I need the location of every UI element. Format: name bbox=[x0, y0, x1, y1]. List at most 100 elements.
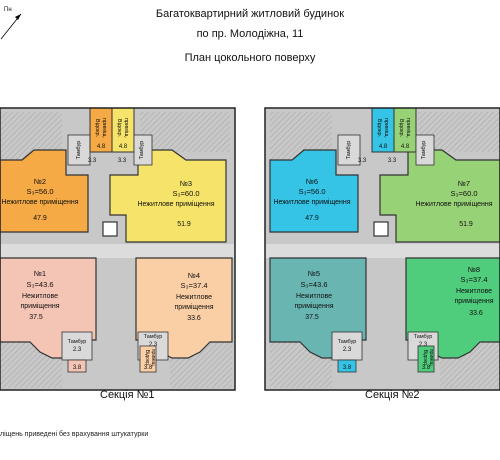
room-4-inner-area: 33.6 bbox=[187, 315, 201, 322]
room-3-number: №3 bbox=[180, 179, 192, 188]
room-6 bbox=[269, 149, 359, 233]
premises-label: приміщ. bbox=[428, 349, 434, 367]
title-line-2: по пр. Молодіжна, 11 bbox=[196, 28, 304, 40]
small-room bbox=[337, 359, 357, 373]
north-arrow-icon: Пн bbox=[0, 0, 22, 40]
room-6-inner-area: 47.9 bbox=[305, 215, 319, 222]
premises-label: приміщ. bbox=[405, 118, 411, 139]
corridor bbox=[0, 244, 235, 258]
room-1-type-line1: Нежитлове bbox=[22, 293, 58, 300]
room-7-inner-area: 51.9 bbox=[459, 221, 473, 228]
tambur-top-right bbox=[133, 134, 153, 166]
area-3-3: 3.3 bbox=[88, 158, 97, 164]
title-line-3: План цокольного поверху bbox=[184, 52, 316, 64]
room-1-area: S₃=43.6 bbox=[26, 280, 53, 289]
tambur-label: Тамбур bbox=[346, 141, 352, 160]
room-3-area: S₃=60.0 bbox=[172, 189, 199, 198]
room-4-type-line1: Нежитлове bbox=[176, 294, 212, 301]
room-8-type-line1: Нежитлове bbox=[456, 288, 492, 295]
tambur-label: Тамбур bbox=[144, 334, 163, 340]
room-3-inner-area: 51.9 bbox=[177, 221, 191, 228]
area-4-8: 4.8 bbox=[379, 144, 388, 150]
detached-label: Відокр. bbox=[116, 119, 122, 138]
area-3-8: 3.8 bbox=[73, 365, 82, 371]
area-4-8: 4.8 bbox=[401, 144, 410, 150]
light-pit bbox=[140, 112, 230, 152]
room-7-area: S₃=60.0 bbox=[450, 189, 477, 198]
shaft bbox=[102, 221, 118, 237]
detached-label: Відокр. bbox=[376, 119, 382, 138]
room-4-number: №4 bbox=[188, 271, 200, 280]
area-2-3: 2.3 bbox=[419, 342, 428, 348]
room-5-type-line1: Нежитлове bbox=[296, 293, 332, 300]
detached-room bbox=[139, 345, 157, 373]
area-3-3: 3.3 bbox=[118, 158, 127, 164]
area-4-8: 4.8 bbox=[119, 144, 128, 150]
north-label: Пн bbox=[4, 7, 12, 13]
tambur-label: Тамбур bbox=[139, 141, 145, 160]
room-7-number: №7 bbox=[458, 179, 470, 188]
area-2-3: 2.3 bbox=[149, 342, 158, 348]
tambur-top-left bbox=[337, 134, 361, 166]
room-4-type-line2: приміщення bbox=[174, 303, 213, 311]
tambur-bottom-left bbox=[331, 331, 363, 361]
room-1-type-line2: приміщення bbox=[20, 302, 59, 310]
room-7 bbox=[379, 149, 500, 243]
section-1-outline bbox=[0, 107, 236, 391]
room-8-type-line2: приміщення bbox=[454, 297, 493, 305]
room-5-inner-area: 37.5 bbox=[305, 314, 319, 321]
room-4-area: S₃=37.4 bbox=[180, 281, 207, 290]
room-2 bbox=[0, 149, 89, 233]
room-7-type: Нежитлове приміщення bbox=[415, 200, 492, 208]
room-2-type: Нежитлове приміщення bbox=[1, 198, 78, 206]
detached-label: Відокр. bbox=[94, 119, 100, 138]
area-3-8: 3.8 bbox=[343, 365, 352, 371]
room-2-inner-area: 47.9 bbox=[33, 215, 47, 222]
area-3-3: 3.3 bbox=[358, 158, 367, 164]
room-3-type: Нежитлове приміщення bbox=[137, 200, 214, 208]
room-6-number: №6 bbox=[306, 177, 318, 186]
tambur-bottom-left bbox=[61, 331, 93, 361]
room-8-inner-area: 33.6 bbox=[469, 310, 483, 317]
tambur-label: Тамбур bbox=[68, 339, 87, 345]
detached-label: Відокр. bbox=[398, 119, 404, 138]
area-4-8: 4.8 bbox=[97, 144, 106, 150]
tambur-label: Тамбур bbox=[414, 334, 433, 340]
premises-label: приміщ. bbox=[101, 118, 107, 139]
premises-label: приміщ. bbox=[383, 118, 389, 139]
section-2-outline bbox=[264, 107, 500, 391]
room-1-number: №1 bbox=[34, 269, 46, 278]
corridor bbox=[265, 244, 500, 258]
premises-label: приміщ. bbox=[123, 118, 129, 139]
tambur-label: Тамбур bbox=[421, 141, 427, 160]
detached-label: Відокр. bbox=[422, 350, 428, 367]
tambur-label: Тамбур bbox=[338, 339, 357, 345]
area-2-3: 2.3 bbox=[343, 347, 352, 353]
shaft bbox=[373, 221, 389, 237]
area-3-8: 3.8 bbox=[144, 365, 153, 371]
premises-label: приміщ. bbox=[150, 349, 156, 367]
room-5-type-line2: приміщення bbox=[294, 302, 333, 310]
room-5-number: №5 bbox=[308, 269, 320, 278]
room-5-area: S₃=43.6 bbox=[300, 280, 327, 289]
detached-label: Відокр. bbox=[144, 350, 150, 367]
section-1-label: Секція №1 bbox=[100, 389, 155, 401]
area-3-8: 3.8 bbox=[422, 365, 431, 371]
room-8-area: S₃=37.4 bbox=[460, 275, 487, 284]
room-1-inner-area: 37.5 bbox=[29, 314, 43, 321]
section-divider bbox=[236, 108, 265, 390]
footnote: ліщень приведені без врахування штукатур… bbox=[0, 431, 149, 438]
area-3-3: 3.3 bbox=[388, 158, 397, 164]
small-room bbox=[67, 359, 87, 373]
room-8-number: №8 bbox=[468, 265, 480, 274]
room-2-area: S₃=56.0 bbox=[26, 187, 53, 196]
room-6-area: S₃=56.0 bbox=[298, 187, 325, 196]
room-2-number: №2 bbox=[34, 177, 46, 186]
title-line-1: Багатоквартирний житловий будинок bbox=[155, 8, 345, 20]
area-2-3: 2.3 bbox=[73, 347, 82, 353]
room-6-type: Нежитлове приміщення bbox=[273, 198, 350, 206]
detached-room bbox=[417, 345, 435, 373]
tambur-top-right bbox=[415, 134, 435, 166]
tambur-label: Тамбур bbox=[76, 141, 82, 160]
